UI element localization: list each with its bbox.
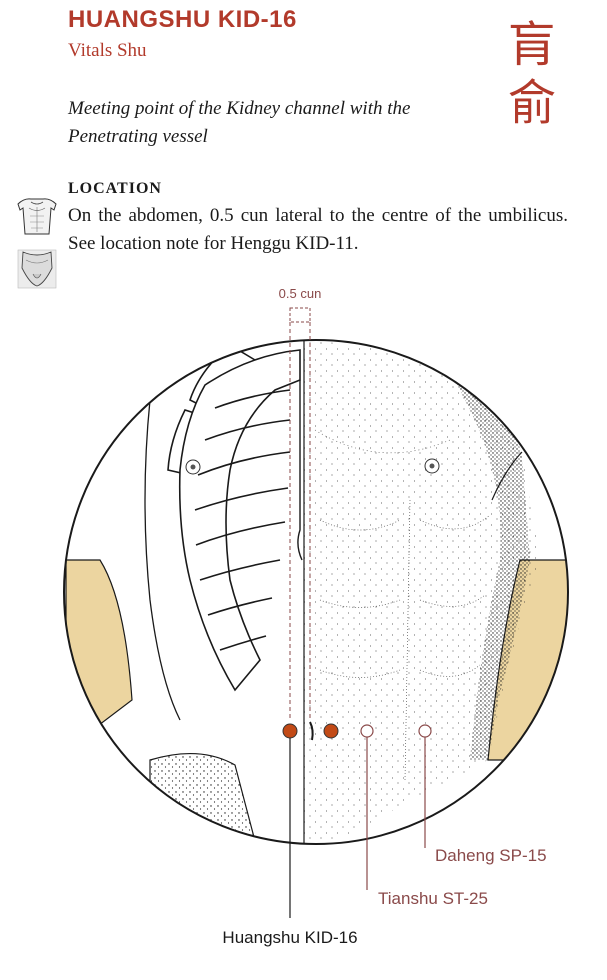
chinese-name: 肓 俞 [506,16,558,132]
location-text: On the abdomen, 0.5 cun lateral to the c… [68,205,568,254]
point-kid16-right [323,723,339,739]
point-description: Meeting point of the Kidney channel with… [68,98,411,147]
figure-circle [63,339,569,845]
torso-thumbnail-icon [14,194,60,240]
location-heading: LOCATION [68,180,162,197]
point-st25 [360,724,374,738]
page-title: HUANGSHU KID-16 [68,6,297,33]
chinese-char-1: 肓 [507,17,556,73]
point-sp15 [418,724,432,738]
chinese-char-2: 俞 [507,75,556,131]
anatomy-body [65,340,568,844]
label-st25: Tianshu ST-25 [378,889,488,908]
pelvis-thumbnail-icon [14,248,60,290]
point-kid16-left [282,723,298,739]
label-sp15: Daheng SP-15 [435,846,547,865]
label-kid16: Huangshu KID-16 [222,928,357,947]
rib-cage [167,344,301,692]
measure-label: 0.5 cun [279,286,322,301]
english-name: Vitals Shu [68,40,147,61]
